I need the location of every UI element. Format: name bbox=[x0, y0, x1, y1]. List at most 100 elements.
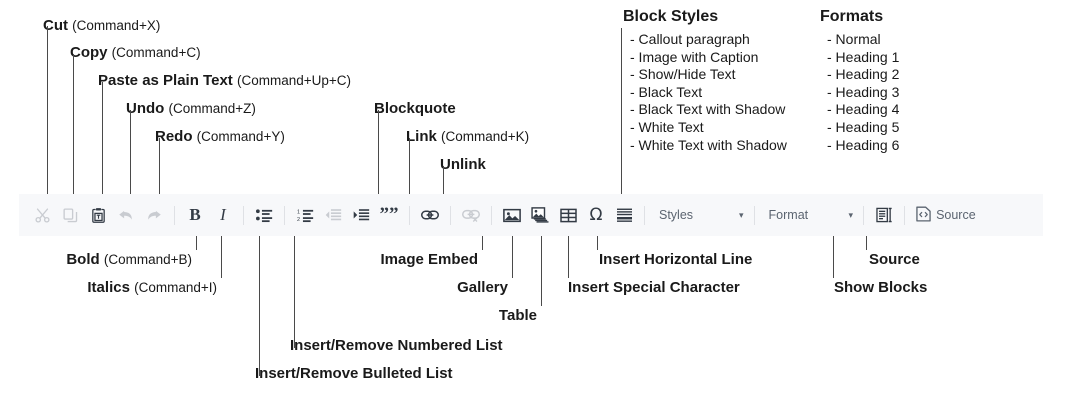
list-item: - Callout paragraph bbox=[630, 31, 750, 47]
list-item: - Heading 1 bbox=[827, 48, 900, 65]
special-character-button[interactable]: Ω bbox=[583, 202, 609, 228]
link-button[interactable] bbox=[417, 202, 443, 228]
leader-line-bold bbox=[196, 236, 197, 250]
annotation-special-character: Insert Special Character bbox=[568, 279, 740, 296]
list-item: - White Text bbox=[630, 118, 704, 135]
toolbar-separator bbox=[863, 205, 865, 225]
leader-line-numbered-list bbox=[294, 236, 295, 348]
blockquote-button[interactable]: ”” bbox=[376, 202, 402, 228]
leader-line-undo bbox=[130, 110, 131, 194]
decrease-indent-button[interactable] bbox=[320, 202, 346, 228]
list-item: - Heading 5 bbox=[827, 118, 900, 135]
source-button[interactable]: Source bbox=[911, 202, 981, 228]
styles-dropdown[interactable]: Styles ▾ bbox=[651, 202, 748, 228]
leader-line-redo bbox=[159, 138, 160, 194]
omega-icon: Ω bbox=[589, 205, 603, 225]
leader-line-table bbox=[541, 236, 542, 306]
paste-as-plain-text-button[interactable] bbox=[85, 202, 111, 228]
leader-line-copy bbox=[73, 54, 74, 194]
toolbar-separator bbox=[904, 205, 906, 225]
leader-line-horizontal-line bbox=[597, 236, 598, 250]
format-dropdown-label: Format bbox=[768, 208, 809, 222]
undo-button[interactable] bbox=[113, 202, 139, 228]
svg-text:2: 2 bbox=[297, 217, 300, 223]
leader-line-paste bbox=[102, 82, 103, 194]
source-code-icon bbox=[916, 206, 931, 225]
annotation-show-blocks: Show Blocks bbox=[834, 279, 928, 296]
italic-button[interactable]: I bbox=[210, 202, 236, 228]
list-item: - Heading 4 bbox=[827, 101, 900, 118]
image-embed-button[interactable] bbox=[499, 202, 525, 228]
block-styles-heading: Block Styles bbox=[623, 8, 719, 25]
toolbar-separator bbox=[409, 205, 410, 225]
toolbar-separator bbox=[450, 205, 451, 225]
format-dropdown[interactable]: Format ▾ bbox=[761, 202, 858, 228]
source-button-label: Source bbox=[936, 208, 976, 222]
chevron-down-icon: ▾ bbox=[739, 209, 744, 220]
annotation-cut: Cut (Command+X) bbox=[43, 17, 161, 34]
table-button[interactable] bbox=[555, 202, 581, 228]
annotation-bulleted-list: Insert/Remove Bulleted List bbox=[255, 365, 453, 382]
leader-line-gallery bbox=[512, 236, 513, 278]
toolbar-separator bbox=[284, 205, 285, 225]
leader-line-cut bbox=[47, 26, 48, 194]
annotation-gallery: Gallery bbox=[457, 279, 508, 296]
italic-label: I bbox=[220, 205, 226, 224]
gallery-button[interactable] bbox=[527, 202, 553, 228]
annotation-blockquote: Blockquote bbox=[374, 100, 456, 117]
list-item: - Show/Hide Text bbox=[630, 66, 736, 83]
list-item: - Black Text with Shadow bbox=[630, 101, 786, 118]
leader-line-bulleted-list bbox=[259, 236, 260, 376]
block-styles-group: Block Styles - Callout paragraph - Image… bbox=[621, 8, 787, 198]
annotation-undo: Undo (Command+Z) bbox=[126, 100, 256, 117]
leader-line-image-embed bbox=[482, 236, 483, 250]
blockquote-label: ”” bbox=[379, 204, 399, 226]
toolbar-separator bbox=[174, 205, 175, 225]
toolbar-separator bbox=[243, 205, 244, 225]
unlink-button[interactable] bbox=[458, 202, 484, 228]
leader-line-unlink bbox=[443, 166, 444, 194]
toolbar-separator bbox=[753, 205, 755, 225]
numbered-list-button[interactable]: 1 2 bbox=[292, 202, 318, 228]
leader-line-block-styles bbox=[621, 28, 622, 198]
block-styles-list: - Callout paragraph - Image with Caption… bbox=[621, 31, 787, 154]
horizontal-line-button[interactable] bbox=[611, 202, 637, 228]
annotation-source: Source bbox=[869, 251, 920, 268]
formats-list: - Normal - Heading 1 - Heading 2 - Headi… bbox=[818, 31, 899, 154]
styles-dropdown-label: Styles bbox=[659, 208, 694, 222]
toolbar-separator bbox=[491, 205, 492, 225]
leader-line-italics bbox=[221, 236, 222, 278]
bulleted-list-button[interactable] bbox=[251, 202, 277, 228]
leader-line-show-blocks bbox=[833, 236, 834, 278]
formats-group: Formats - Normal - Heading 1 - Heading 2… bbox=[818, 9, 899, 154]
annotation-link: Link (Command+K) bbox=[406, 128, 530, 145]
increase-indent-button[interactable] bbox=[348, 202, 374, 228]
leader-line-blockquote bbox=[378, 110, 379, 194]
list-item: - Black Text bbox=[630, 83, 703, 100]
list-item: - Normal bbox=[827, 31, 881, 47]
copy-button[interactable] bbox=[57, 202, 83, 228]
list-item: - Heading 2 bbox=[827, 66, 900, 83]
annotation-unlink: Unlink bbox=[440, 156, 486, 173]
annotation-numbered-list: Insert/Remove Numbered List bbox=[290, 337, 503, 354]
annotation-horizontal-line: Insert Horizontal Line bbox=[599, 251, 753, 268]
list-item: - Image with Caption bbox=[630, 48, 759, 65]
annotation-table: Table bbox=[498, 307, 537, 324]
list-item: - Heading 6 bbox=[827, 136, 900, 153]
chevron-down-icon: ▾ bbox=[848, 209, 854, 220]
editor-toolbar: B I 1 2 bbox=[19, 194, 1043, 236]
annotation-redo: Redo (Command+Y) bbox=[155, 128, 285, 145]
annotation-paste-as-plain-text: Paste as Plain Text (Command+Up+C) bbox=[98, 72, 352, 89]
show-blocks-button[interactable] bbox=[871, 202, 897, 228]
leader-line-link bbox=[409, 138, 410, 194]
list-item: - White Text with Shadow bbox=[630, 136, 787, 153]
annotation-image-embed: Image Embed bbox=[380, 251, 478, 268]
bold-button[interactable]: B bbox=[182, 202, 208, 228]
annotation-copy: Copy (Command+C) bbox=[70, 44, 201, 61]
cut-button[interactable] bbox=[29, 202, 55, 228]
annotation-italics: Italics (Command+I) bbox=[87, 279, 217, 296]
bold-label: B bbox=[189, 205, 201, 224]
annotation-bold: Bold (Command+B) bbox=[66, 251, 192, 268]
redo-button[interactable] bbox=[141, 202, 167, 228]
